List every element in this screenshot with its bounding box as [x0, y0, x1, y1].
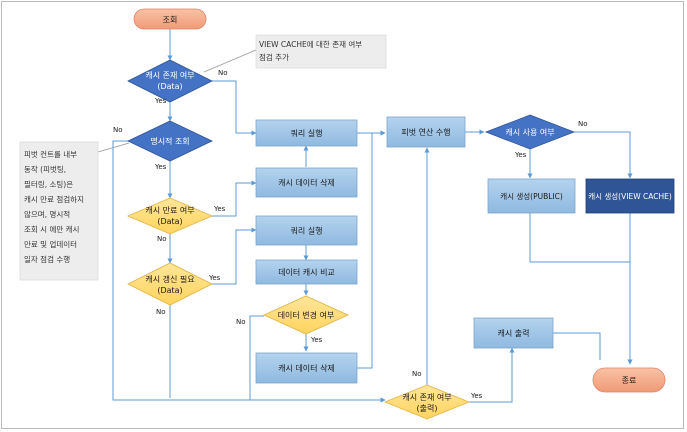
edge-output-exists-yes	[469, 347, 515, 403]
process-pivot-calc: 피벗 연산 수행	[386, 116, 466, 148]
process-cache-output-label: 캐시 출력	[498, 328, 530, 338]
note-view-cache-line1: VIEW CACHE에 대한 존재 여부	[259, 39, 362, 49]
decision-cache-exists-output: 캐시 존재 여부 (출력)	[383, 384, 471, 420]
label-refresh-no: No	[156, 308, 166, 316]
decision-cache-exists-line2: (Data)	[157, 82, 182, 91]
decision-cache-exists-output-line2: (출력)	[417, 403, 438, 413]
decision-cache-expiry-line2: (Data)	[157, 217, 182, 226]
label-cache-exists-yes: Yes	[154, 97, 167, 105]
label-explicit-no: No	[113, 126, 123, 134]
note-pivot-control-line8: 일자 점검 수행	[24, 254, 70, 264]
decision-cache-exists-line1: 캐시 존재 여부	[145, 70, 194, 80]
process-query-run-1-label: 쿼리 실행	[291, 128, 323, 138]
edge-cache-exists-no	[212, 80, 257, 136]
edge-changed-no	[249, 315, 386, 403]
decision-data-changed-label: 데이터 변경 여부	[278, 310, 335, 320]
decision-cache-refresh-line1: 캐시 갱신 필요	[145, 274, 194, 284]
decision-cache-use: 캐시 사용 여부	[484, 114, 576, 150]
decision-cache-exists-output-line1: 캐시 존재 여부	[402, 392, 451, 402]
callout-line-pivot-control	[97, 142, 130, 153]
end-terminator: 종료	[592, 367, 666, 393]
decision-explicit-lookup-label: 명시적 조회	[150, 136, 189, 146]
note-pivot-control-line5: 않으며, 명시적	[24, 209, 70, 219]
decision-cache-use-label: 캐시 사용 여부	[505, 127, 554, 137]
decision-cache-refresh-line2: (Data)	[157, 286, 182, 295]
label-cacheuse-yes: Yes	[514, 151, 527, 159]
process-query-run-2-label: 쿼리 실행	[291, 226, 323, 236]
decision-cache-expiry-line1: 캐시 만료 여부	[145, 205, 194, 215]
process-query-run-2: 쿼리 실행	[255, 215, 358, 246]
decision-cache-exists: 캐시 존재 여부 (Data)	[127, 59, 213, 103]
edge-labels: No Yes No Yes Yes No Yes No No Yes No Ye…	[113, 69, 588, 400]
label-cacheuse-no: No	[578, 120, 588, 128]
edge-output-to-end	[553, 332, 601, 360]
edge-refresh-yes	[212, 227, 257, 285]
label-refresh-yes: Yes	[208, 274, 221, 282]
decision-data-changed: 데이터 변경 여부	[263, 295, 349, 335]
process-cache-create-public-label: 캐시 생성(PUBLIC)	[500, 191, 563, 201]
callout-line-view-cache	[203, 49, 257, 73]
edge-cacheuse-no	[574, 131, 633, 179]
note-pivot-control-line1: 피벗 컨트롤 내부	[24, 149, 77, 159]
label-changed-no: No	[236, 318, 246, 326]
note-pivot-control-line4: 캐시 만료 점검하지	[24, 194, 84, 204]
process-cache-data-delete-2-label: 캐시 데이터 삭제	[278, 363, 335, 373]
note-callouts	[97, 49, 257, 153]
label-changed-yes: Yes	[310, 336, 323, 344]
start-label: 조회	[163, 16, 178, 25]
process-data-cache-compare-label: 데이터 캐시 비교	[278, 267, 335, 277]
process-cache-create-view-label: 캐시 생성(VIEW CACHE)	[588, 191, 672, 201]
note-pivot-control-line2: 동작 (피벗팅,	[24, 164, 66, 174]
process-data-cache-compare: 데이터 캐시 비교	[255, 259, 358, 285]
edge-expiry-yes	[212, 180, 257, 217]
label-explicit-yes: Yes	[154, 163, 167, 171]
label-expiry-no: No	[157, 235, 167, 243]
edge-delete2-to-pivot	[357, 130, 386, 369]
process-cache-output: 캐시 출력	[473, 317, 554, 349]
note-pivot-control-line3: 필터링, 소팅)은	[24, 179, 73, 189]
note-view-cache-line2: 점검 추가	[259, 52, 289, 62]
process-pivot-calc-label: 피벗 연산 수행	[401, 127, 450, 137]
note-pivot-control-line6: 조회 시 에만 캐시	[24, 225, 79, 234]
decision-cache-refresh: 캐시 갱신 필요 (Data)	[127, 262, 213, 306]
process-cache-data-delete-1: 캐시 데이터 삭제	[255, 167, 358, 198]
process-query-run-1: 쿼리 실행	[255, 119, 358, 147]
process-cache-create-view: 캐시 생성(VIEW CACHE)	[585, 178, 675, 214]
start-terminator: 조회	[133, 8, 207, 30]
label-expiry-yes: Yes	[213, 205, 226, 213]
note-view-cache: VIEW CACHE에 대한 존재 여부 점검 추가	[255, 34, 387, 69]
process-cache-data-delete-1-label: 캐시 데이터 삭제	[278, 178, 335, 188]
note-pivot-control: 피벗 컨트롤 내부 동작 (피벗팅, 필터링, 소팅)은 캐시 만료 점검하지 …	[19, 141, 99, 281]
label-output-exists-no: No	[412, 370, 422, 378]
connectors	[112, 29, 633, 403]
end-label: 종료	[622, 376, 637, 385]
process-cache-data-delete-2: 캐시 데이터 삭제	[255, 352, 358, 384]
note-pivot-control-line7: 만료 및 업데이터	[24, 239, 77, 249]
label-cache-exists-no: No	[218, 69, 228, 77]
decision-explicit-lookup: 명시적 조회	[127, 120, 213, 162]
edge-explicit-no	[112, 140, 386, 403]
decision-cache-expiry: 캐시 만료 여부 (Data)	[126, 197, 214, 235]
label-output-exists-yes: Yes	[470, 392, 483, 400]
process-cache-create-public: 캐시 생성(PUBLIC)	[487, 178, 576, 214]
